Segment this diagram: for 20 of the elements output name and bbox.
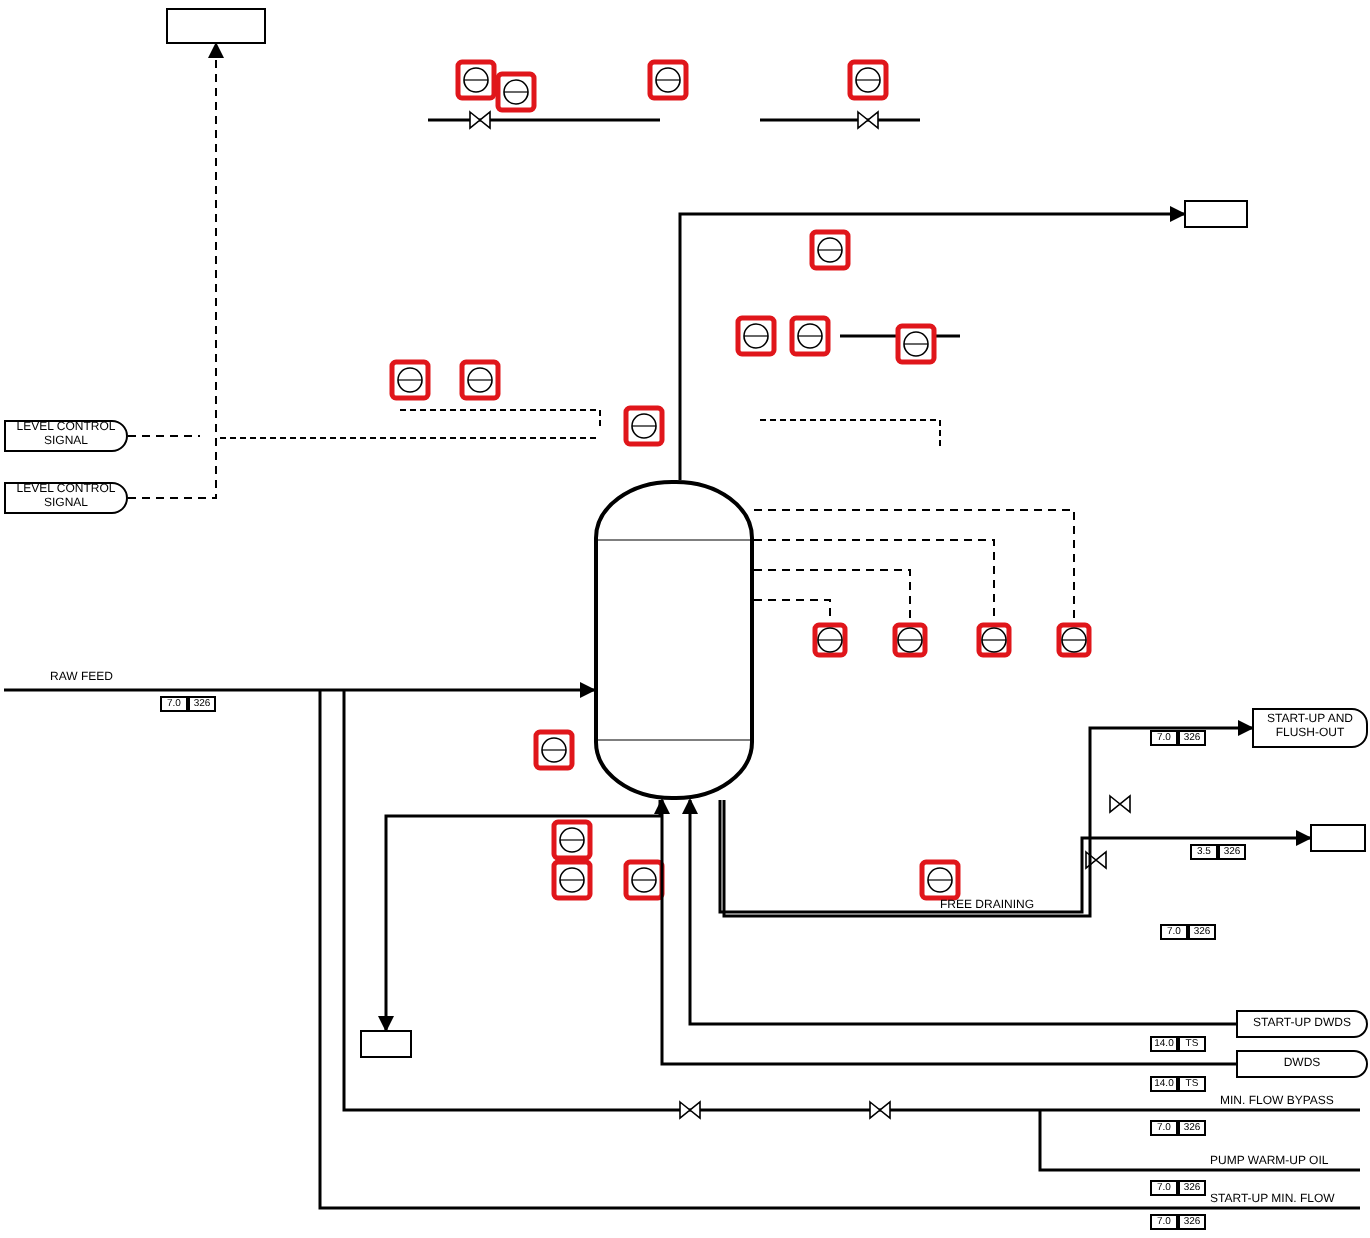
instrument-box (976, 622, 1012, 658)
signal-line (753, 509, 1075, 623)
instrument-box (892, 622, 928, 658)
signal-arrow (127, 42, 224, 499)
signal-line (127, 435, 201, 437)
instrument-box (1056, 622, 1092, 658)
signal-line (753, 569, 911, 623)
equipment-box (166, 8, 266, 44)
pipe-arrow (678, 206, 1186, 480)
pipe-arrow (4, 682, 596, 698)
equipment-box (1310, 824, 1366, 852)
equipment-box (360, 1030, 412, 1058)
pipe-arrow (654, 798, 1236, 1066)
pipe-arrow (682, 798, 1236, 1026)
pipe-arrow (722, 720, 1254, 918)
equipment-box (1184, 200, 1248, 228)
vessel-drawing (594, 480, 754, 800)
pipe-arrow (378, 800, 662, 1032)
pipe-arrow (718, 800, 1312, 914)
instrument-box (812, 622, 848, 658)
